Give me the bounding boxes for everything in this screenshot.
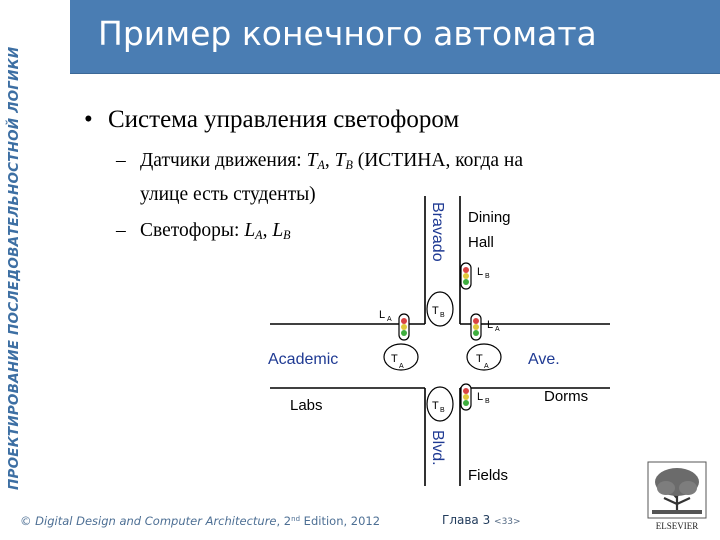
- sensors-desc: (ИСТИНА, когда на: [352, 150, 523, 171]
- sensor-tb-sub: B: [345, 158, 353, 172]
- light-label-sub: B: [485, 398, 490, 405]
- edition-post: Edition, 2012: [300, 514, 381, 528]
- dash-icon: –: [116, 150, 126, 171]
- light-label-sub: A: [387, 316, 392, 323]
- street-name-academic: Academic: [268, 351, 338, 368]
- red-lamp-icon: [473, 318, 479, 324]
- yellow-lamp-icon: [463, 394, 469, 400]
- sensor-tb-letter: T: [334, 150, 346, 171]
- light-label-sub: B: [485, 273, 490, 280]
- lights-sep: ,: [262, 220, 273, 241]
- sensor-ta-sub: A: [317, 158, 325, 172]
- street-name-blvd: Blvd.: [429, 430, 446, 466]
- edition-pre: , 2: [276, 514, 292, 528]
- sensor-tb-north: T B: [426, 291, 454, 327]
- traffic-light-lb-south: L B: [460, 383, 490, 411]
- place-fields: Fields: [468, 467, 508, 484]
- light-label-l: L: [477, 391, 483, 403]
- yellow-lamp-icon: [401, 324, 407, 330]
- sensor-ta-east: T A: [466, 343, 502, 371]
- footer-copyright: © Digital Design and Computer Architectu…: [20, 514, 380, 528]
- red-lamp-icon: [463, 267, 469, 273]
- yellow-lamp-icon: [473, 324, 479, 330]
- light-label-sub: A: [495, 326, 500, 333]
- sensor-sep: ,: [324, 150, 335, 171]
- place-hall: Hall: [468, 234, 494, 251]
- book-title: Digital Design and Computer Architecture: [35, 514, 277, 528]
- traffic-light-la-east: L A: [470, 313, 500, 341]
- street-outlines: [270, 196, 610, 486]
- title-bar: Пример конечного автомата: [70, 0, 720, 74]
- sensor-loop-icon: [383, 343, 419, 371]
- page-number: <33>: [494, 517, 521, 527]
- place-dining: Dining: [468, 209, 511, 226]
- sensor-label-sub: A: [484, 363, 489, 370]
- slide-title: Пример конечного автомата: [98, 14, 597, 53]
- light-lb-sub: B: [283, 228, 291, 242]
- lights-label: Светофоры:: [140, 220, 245, 241]
- sensor-loop-icon: [426, 291, 454, 327]
- traffic-light-lb-north: L B: [460, 262, 490, 290]
- sensor-ta-letter: T: [306, 150, 318, 171]
- tree-crown-icon: [657, 481, 675, 495]
- green-lamp-icon: [401, 330, 407, 336]
- sub-bullet-lights: –Светофоры: LA, LB: [84, 220, 291, 243]
- sub-bullet-sensors: –Датчики движения: TA, TB (ИСТИНА, когда…: [84, 150, 523, 173]
- street-name-ave: Ave.: [528, 351, 560, 368]
- sensor-label-sub: B: [440, 407, 445, 414]
- red-lamp-icon: [463, 388, 469, 394]
- bullet-main: • Система управления светофором: [84, 106, 459, 134]
- footer-chapter: Глава 3 <33>: [442, 513, 521, 527]
- sensor-label-t: T: [391, 353, 398, 365]
- copyright-symbol: ©: [20, 514, 36, 528]
- sensor-label-sub: B: [440, 312, 445, 319]
- light-label-l: L: [379, 309, 385, 321]
- sensors-label: Датчики движения:: [140, 150, 307, 171]
- elsevier-logo: ELSEVIER: [647, 461, 707, 531]
- chapter-label: Глава 3: [442, 513, 495, 527]
- dash-icon: –: [116, 220, 126, 241]
- yellow-lamp-icon: [463, 273, 469, 279]
- light-lb-letter: L: [272, 220, 284, 241]
- logo-text: ELSEVIER: [656, 521, 699, 531]
- bullet-main-text: Система управления светофором: [108, 106, 460, 133]
- sensor-tb-south: T B: [426, 386, 454, 422]
- sensor-label-t: T: [432, 305, 439, 317]
- edition-sup: nd: [291, 515, 301, 523]
- light-la-sub: A: [255, 228, 263, 242]
- tree-crown-icon: [679, 481, 697, 495]
- side-band: ПРОЕКТИРОВАНИЕ ПОСЛЕДОВАТЕЛЬНОСТНОЙ ЛОГИ…: [0, 0, 44, 500]
- light-label-l: L: [487, 319, 493, 331]
- sensor-loop-icon: [466, 343, 502, 371]
- place-dorms: Dorms: [544, 388, 588, 405]
- place-labs: Labs: [290, 397, 323, 414]
- bullet-dot-icon: •: [84, 106, 93, 133]
- traffic-light-la-west: L A: [379, 309, 410, 341]
- light-label-l: L: [477, 266, 483, 278]
- green-lamp-icon: [463, 279, 469, 285]
- sensor-label-t: T: [432, 400, 439, 412]
- light-la-letter: L: [244, 220, 256, 241]
- sensor-ta-west: T A: [383, 343, 419, 371]
- section-title-vertical: ПРОЕКТИРОВАНИЕ ПОСЛЕДОВАТЕЛЬНОСТНОЙ ЛОГИ…: [6, 46, 22, 490]
- red-lamp-icon: [401, 318, 407, 324]
- ground-icon: [652, 510, 702, 514]
- green-lamp-icon: [473, 330, 479, 336]
- sensor-label-sub: A: [399, 363, 404, 370]
- sensor-loop-icon: [426, 386, 454, 422]
- street-name-bravado: Bravado: [429, 202, 446, 262]
- sub-bullet-sensors-cont: улице есть студенты): [140, 184, 316, 205]
- green-lamp-icon: [463, 400, 469, 406]
- intersection-diagram: Bravado Blvd. Academic Ave. Dining Hall …: [268, 196, 610, 486]
- sensor-label-t: T: [476, 353, 483, 365]
